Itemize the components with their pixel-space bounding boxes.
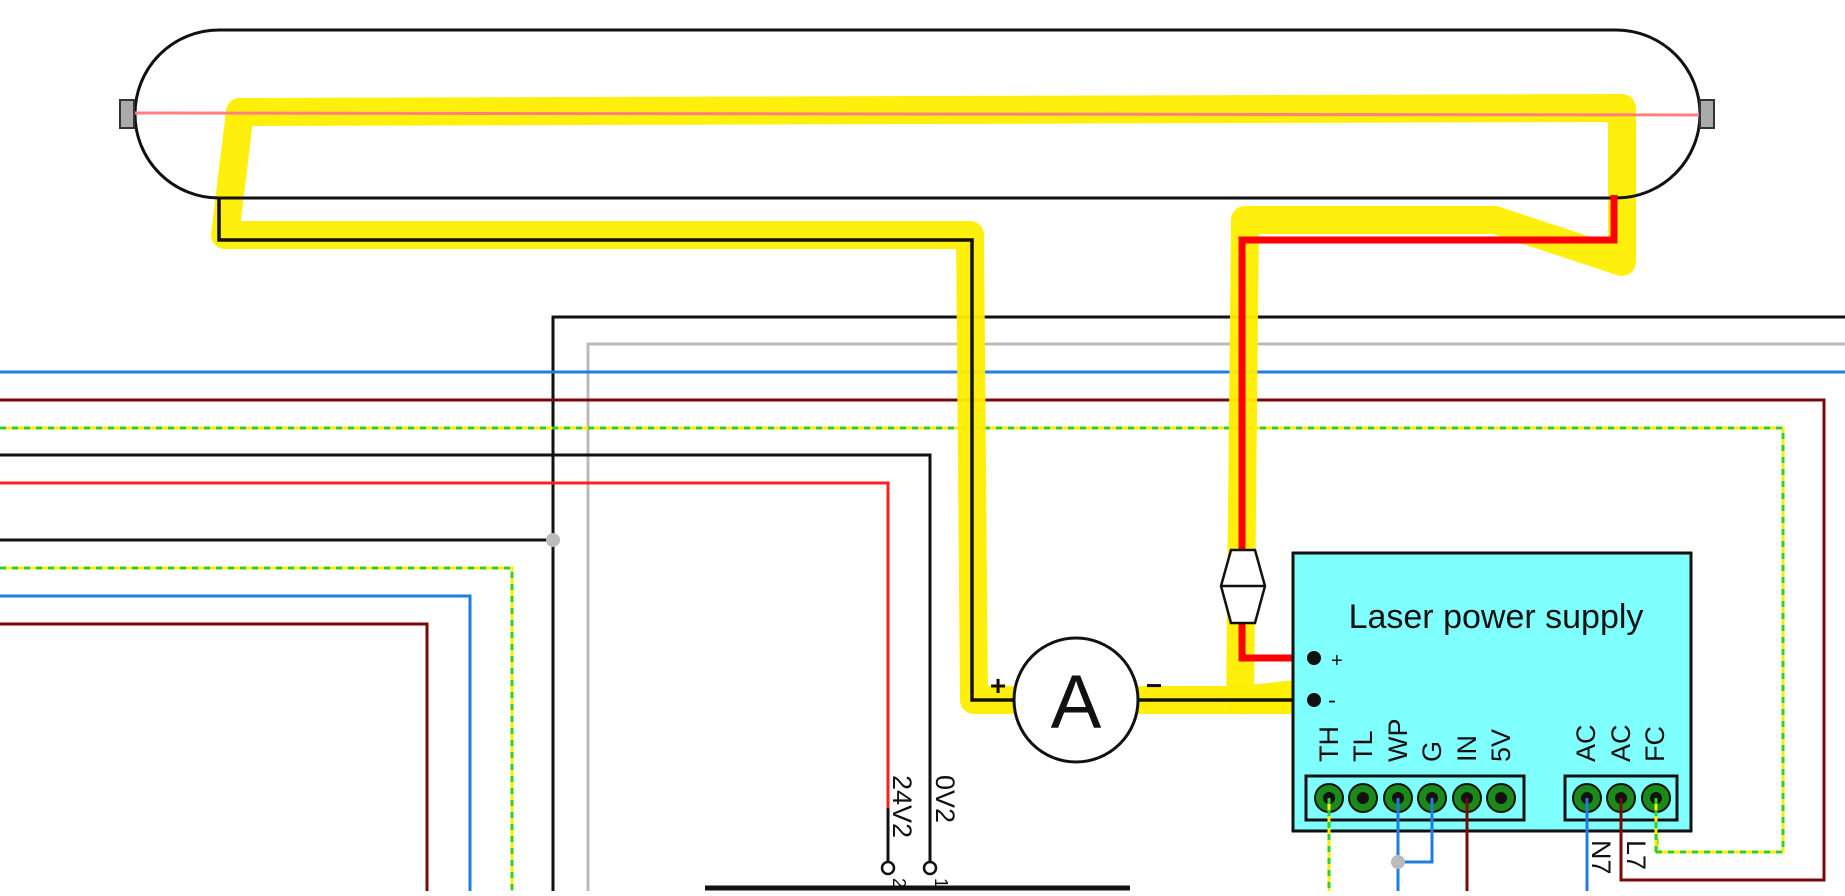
hv-connector-icon [1219,548,1267,625]
ammeter-minus: − [1146,670,1162,701]
junction-dot [546,533,560,547]
pin-label-g: G [1417,741,1447,762]
low-voltage-terminals: 24V2 0V2 2 1 [880,775,960,888]
terminal-pin-tl [1348,783,1378,813]
psu-terminal-block-left [1304,774,1526,822]
pin-label-ac-1: AC [1571,724,1601,762]
pin-label-ac-2: AC [1606,724,1636,762]
terminal-label-0v2: 0V2 [930,775,960,823]
terminal-0v2 [922,860,938,876]
laser-beam [129,111,1706,117]
laser-power-supply: Laser power supply + - TH TL WP G IN 5V … [1291,551,1693,833]
wire-label-l7: L7 [1621,840,1651,870]
ammeter-body [1012,636,1140,764]
wire-black-0v2 [0,453,932,866]
wire-grey [586,342,1845,891]
wire-wp-g-link [1398,798,1434,864]
highlight-cathode-path [211,98,1314,714]
ammeter-letter: A [1051,660,1102,745]
pin-label-wp: WP [1383,719,1413,763]
wire-red-24v2 [0,481,890,866]
psu-terminal-pins [1314,783,1671,813]
psu-title: Laser power supply [1349,598,1644,636]
terminal-24v2 [880,860,896,876]
background-wires [0,315,1845,891]
ammeter-plus: + [990,670,1006,701]
terminal-pin-ac-2 [1606,783,1636,813]
pin-label-in: IN [1452,735,1482,762]
wire-hv-anode [1238,195,1618,662]
wire-label-n7: N7 [1586,840,1616,875]
terminal-num-1: 1 [931,878,951,888]
psu-lower-wires [1327,798,1658,891]
psu-pin-labels: TH TL WP G IN 5V AC AC FC [1314,719,1670,763]
psu-hv-plus-terminal [1307,651,1321,665]
wire-earth-left-a [0,566,514,891]
wire-blue-left [0,594,472,891]
wp-junction-dot [1391,855,1405,869]
psu-minus-mark: - [1328,687,1336,714]
wire-earth-top-b [0,426,1785,854]
terminal-num-2: 2 [889,878,909,888]
terminal-label-24v2: 24V2 [887,775,917,838]
terminal-pin-5v [1486,783,1516,813]
tube-end-cap-left [119,99,135,129]
psu-plus-mark: + [1331,650,1343,672]
wire-brown-left [0,622,429,891]
ammeter-icon: A + − [990,636,1162,764]
pin-label-tl: TL [1348,730,1378,762]
psu-hv-minus-terminal [1307,693,1321,707]
wire-black-frame [551,315,1845,891]
tube-end-cap-right [1699,99,1715,129]
pin-label-fc: FC [1640,726,1670,762]
wire-earth-left-b [0,566,514,891]
pin-label-th: TH [1314,726,1344,762]
laser-tube-icon [119,28,1715,200]
pin-label-5v: 5V [1486,729,1516,762]
